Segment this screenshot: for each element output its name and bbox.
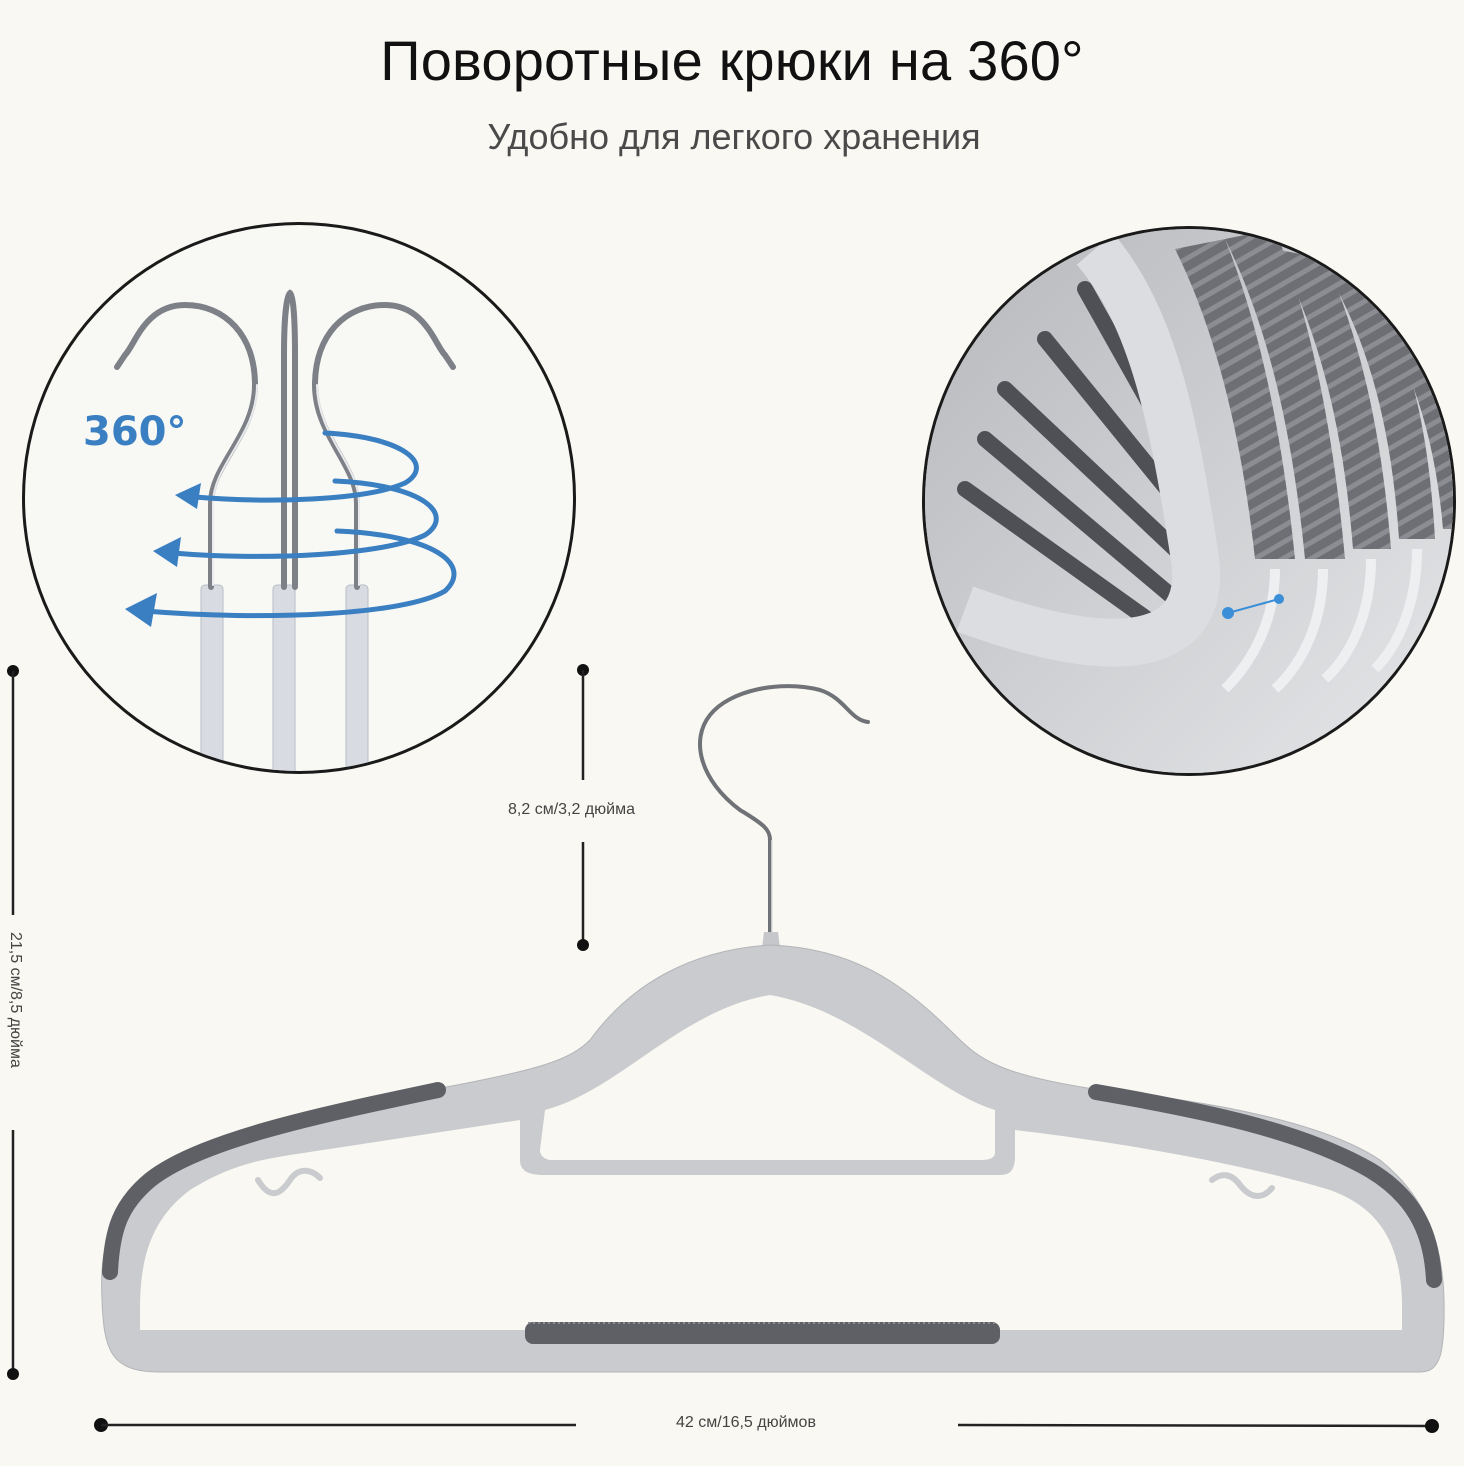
hanger-inner-cutout <box>140 1120 1402 1330</box>
right-non-slip-strip <box>1088 1084 1442 1288</box>
non-slip-closeup-circle <box>922 226 1456 776</box>
arrow-head-icon <box>175 483 201 509</box>
width-label: 42 см/16,5 дюймов <box>676 1414 816 1431</box>
swivel-hooks-illustration: 360° <box>83 289 457 771</box>
swivel-hooks-circle: 360° <box>22 222 576 774</box>
total-height-label: 21,5 см/8,5 дюйма <box>7 932 24 1068</box>
right-side-hook <box>1209 1172 1275 1199</box>
non-slip-closeup-illustration <box>925 229 1453 773</box>
page-title: Поворотные крюки на 360° <box>380 29 1084 92</box>
width-dimension-line <box>94 1418 1439 1433</box>
left-side-hook <box>255 1167 323 1197</box>
swivel-hook <box>698 684 870 947</box>
360-degree-badge: 360° <box>83 409 187 455</box>
page-subtitle: Удобно для легкого хранения <box>487 116 981 157</box>
hook-height-label: 8,2 см/3,2 дюйма <box>508 801 635 818</box>
left-non-slip-strip <box>102 1082 446 1280</box>
bottom-non-slip-strip <box>525 1322 1000 1344</box>
total-height-dimension-line <box>7 665 19 1380</box>
marker-icon <box>1222 594 1284 619</box>
arrow-head-icon <box>125 593 157 627</box>
hook-height-dimension-line <box>577 664 589 951</box>
hanger-upper-cutout <box>540 995 995 1160</box>
arrow-head-icon <box>153 537 181 567</box>
